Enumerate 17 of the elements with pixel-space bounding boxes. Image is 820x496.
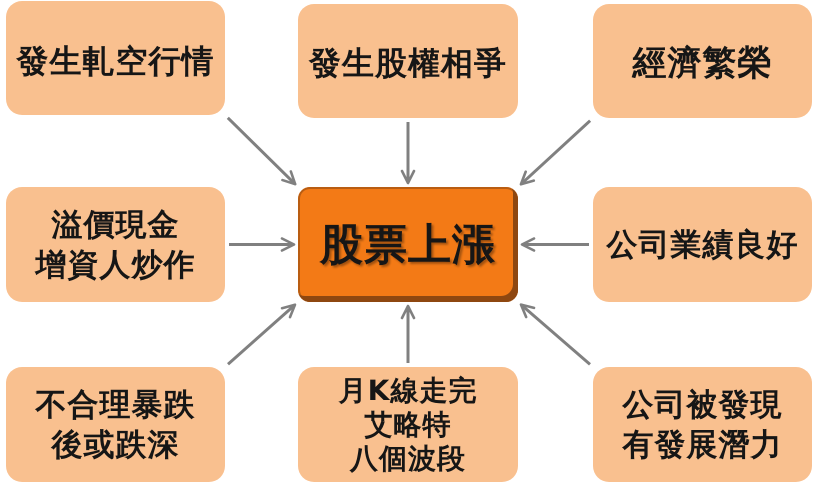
cause-box: 公司被發現有發展潛力 [593, 367, 812, 482]
arrow [229, 237, 296, 252]
cause-box: 經濟繁榮 [593, 4, 812, 118]
arrow [400, 304, 416, 363]
cause-box: 發生股權相爭 [298, 4, 518, 118]
cause-box: 公司業績良好 [593, 187, 812, 302]
arrow [226, 116, 296, 186]
cause-box: 溢價現金增資人炒作 [6, 187, 225, 302]
arrow [400, 122, 416, 184]
arrow [520, 237, 589, 252]
arrow [520, 120, 592, 186]
result-box: 股票上漲 [298, 187, 518, 302]
cause-box: 不合理暴跌後或跌深 [6, 367, 225, 482]
arrow [227, 303, 296, 366]
cause-box: 發生軋空行情 [6, 1, 225, 115]
cause-box: 月K線走完艾略特八個波段 [298, 367, 518, 482]
arrow [520, 303, 591, 366]
